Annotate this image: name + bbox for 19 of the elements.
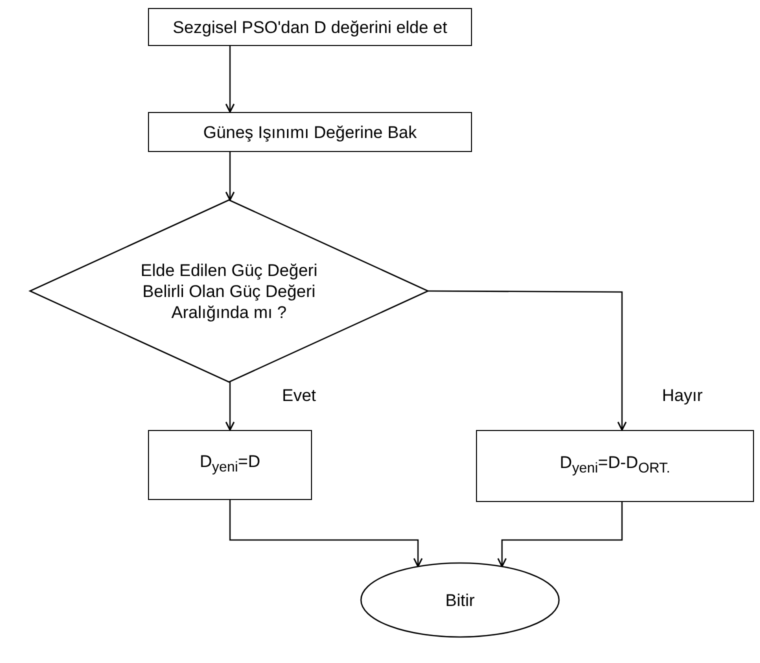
node-text: D$_{yeni}$=D-D$_{ORT.}$ xyxy=(560,452,670,479)
arrow xyxy=(225,152,235,201)
node-text: Bitir xyxy=(445,590,475,610)
process-box xyxy=(148,430,312,500)
process-box xyxy=(476,430,754,502)
process-box xyxy=(148,8,472,46)
arrow xyxy=(428,290,627,431)
arrow xyxy=(225,46,235,113)
terminal-ellipse xyxy=(360,562,560,638)
arrow xyxy=(225,382,235,431)
edge-label: Hayır xyxy=(660,386,705,406)
decision-diamond xyxy=(30,200,428,382)
arrow xyxy=(229,500,423,568)
node-text: D$_{yeni}$=D xyxy=(200,451,260,478)
arrow xyxy=(497,502,623,568)
process-box xyxy=(148,112,472,152)
node-text: Elde Edilen Güç Değeri Belirli Olan Güç Değeri Aralığında mı ? xyxy=(140,260,318,322)
node-text: Sezgisel PSO'dan D değerini elde et xyxy=(172,16,448,38)
node-text: Güneş Işınımı Değerine Bak xyxy=(203,122,417,142)
